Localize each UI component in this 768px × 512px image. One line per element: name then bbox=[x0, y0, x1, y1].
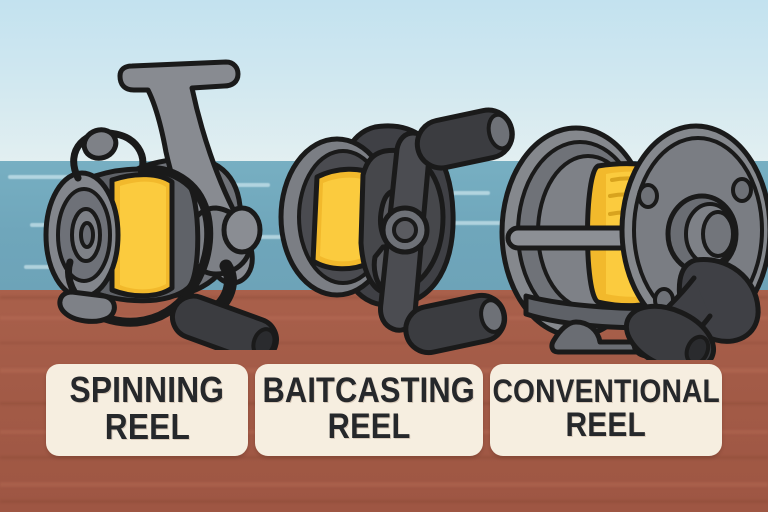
label-conventional-line2: REEL bbox=[565, 405, 647, 444]
label-card-baitcasting-reel[interactable]: BAITCASTING REEL bbox=[255, 364, 483, 456]
label-baitcasting-line1: BAITCASTING bbox=[262, 371, 476, 411]
spinning-reel-illustration bbox=[43, 59, 279, 350]
reel-type-labels: SPINNING REEL BAITCASTING REEL CONVENTIO… bbox=[0, 364, 768, 458]
baitcasting-reel-illustration bbox=[278, 107, 515, 356]
label-card-conventional-reel[interactable]: CONVENTIONAL REEL bbox=[490, 364, 722, 456]
label-spinning-line2: REEL bbox=[104, 406, 190, 447]
label-spinning-line1: SPINNING bbox=[69, 369, 225, 411]
label-conventional-line1: CONVENTIONAL bbox=[492, 373, 720, 410]
conventional-reel-illustration bbox=[499, 123, 768, 360]
label-card-spinning-reel[interactable]: SPINNING REEL bbox=[46, 364, 248, 456]
label-baitcasting-line2: REEL bbox=[327, 407, 411, 446]
